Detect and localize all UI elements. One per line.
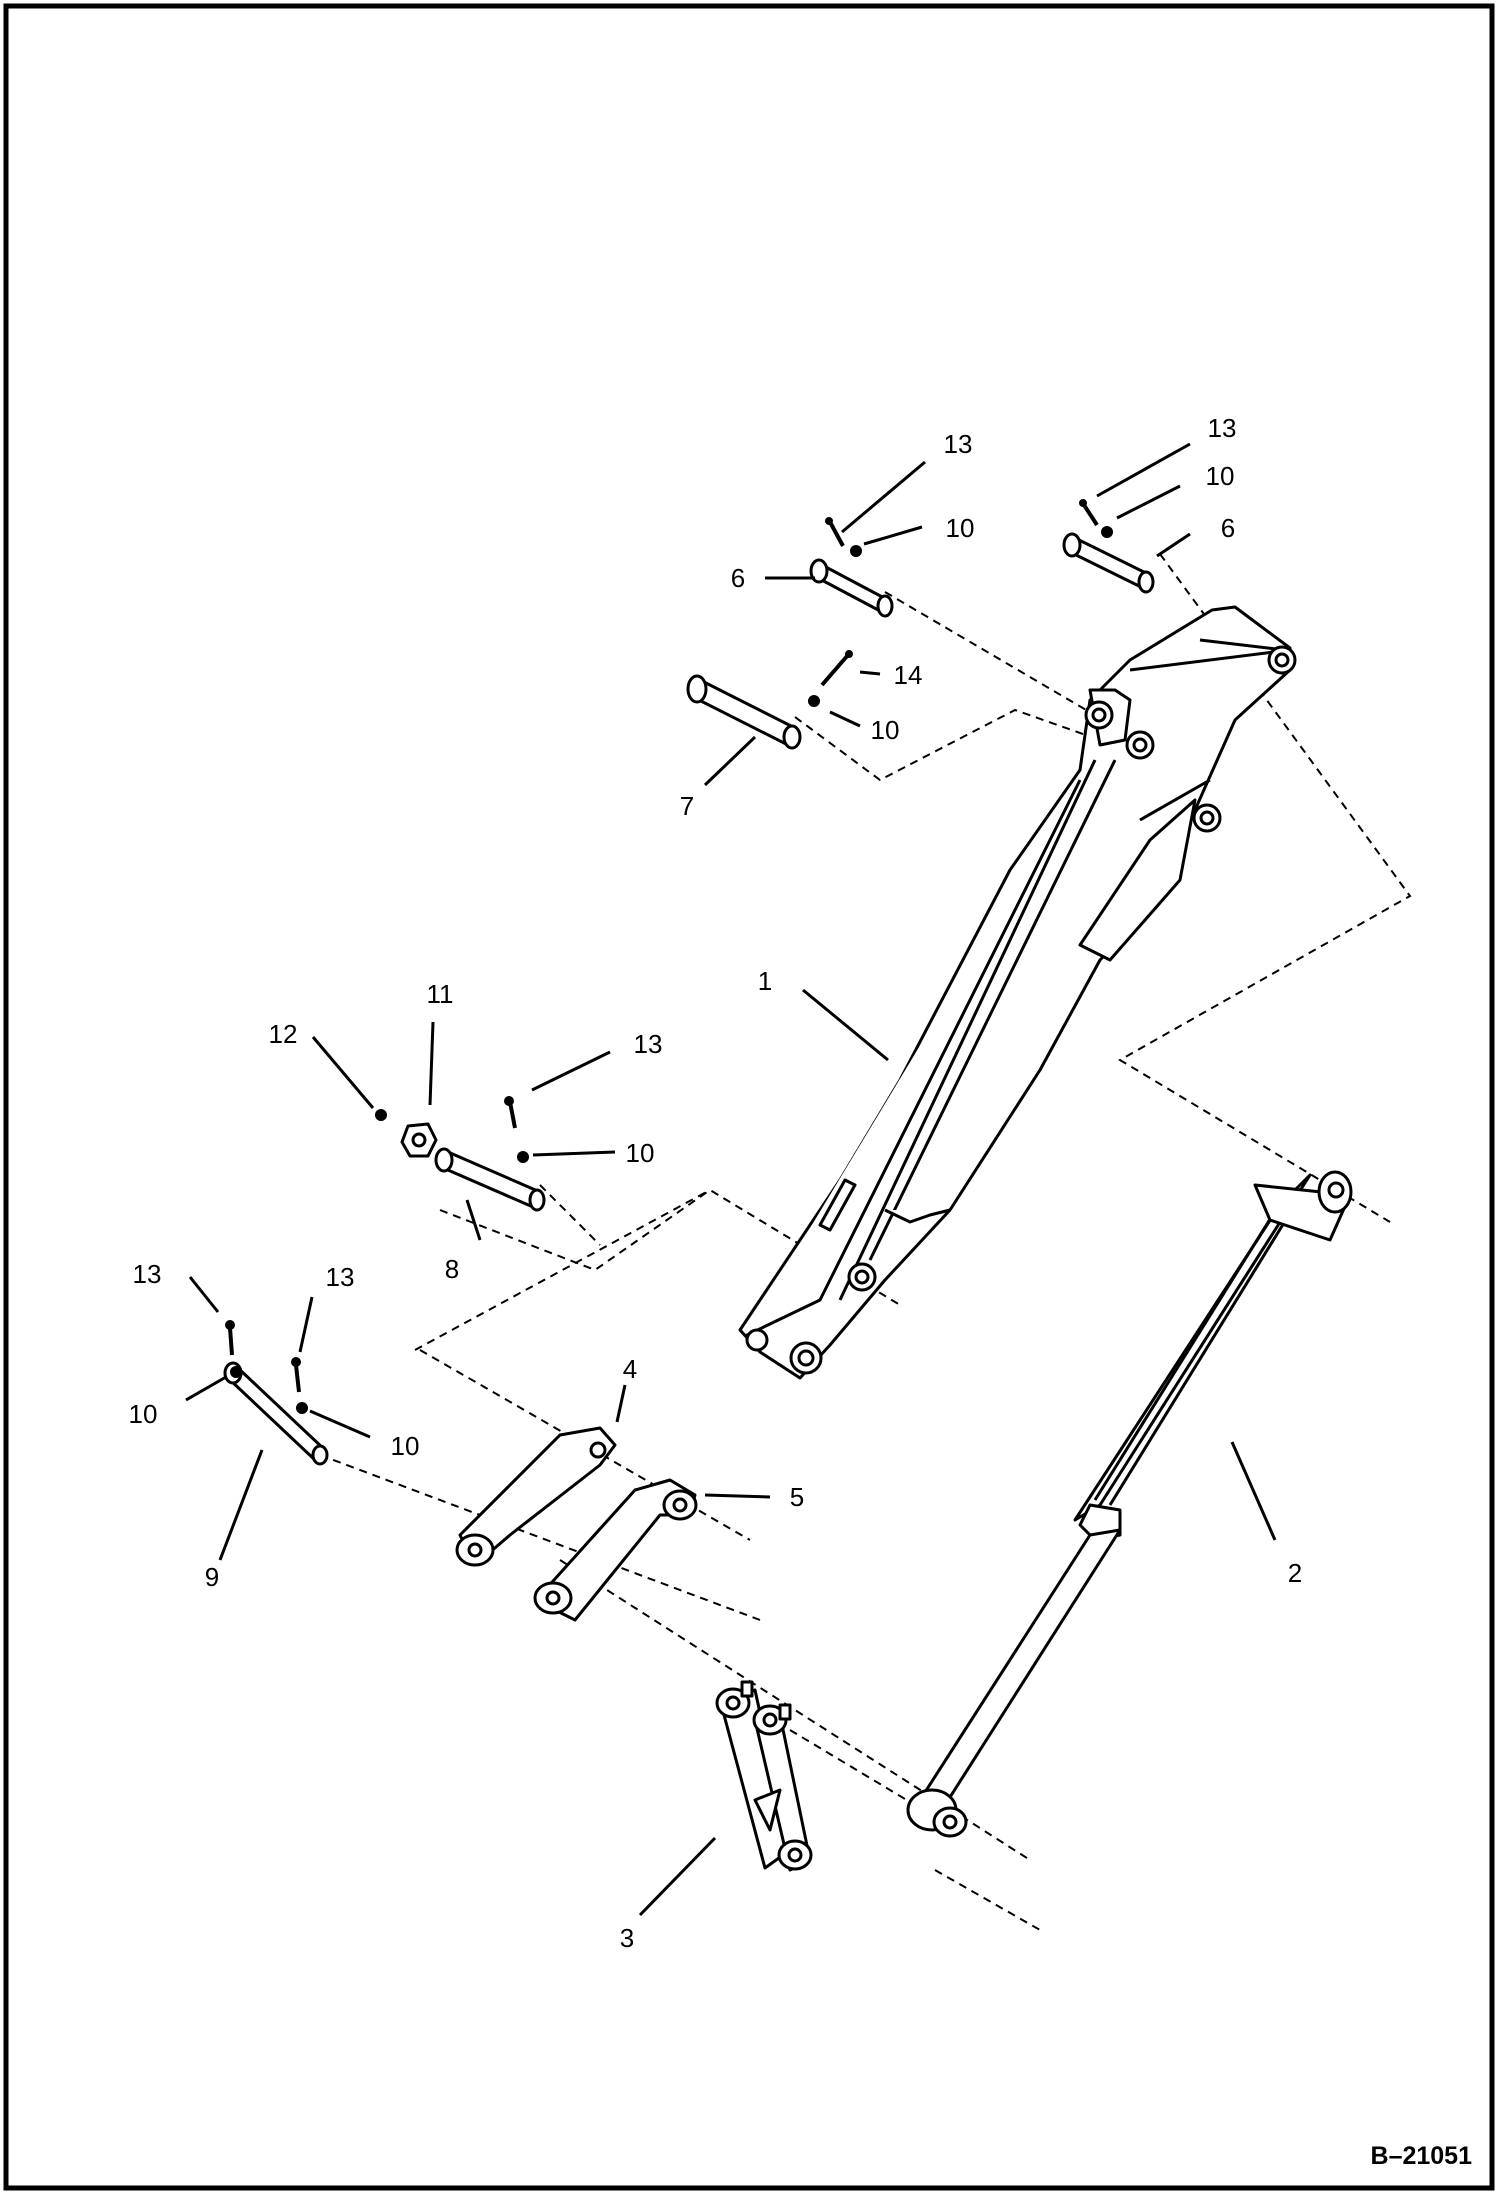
callout-14: 14	[894, 660, 923, 690]
fasteners	[225, 499, 1113, 1414]
callout-10f: 10	[129, 1399, 158, 1429]
leader-lines	[185, 442, 1277, 1917]
link-bracket	[715, 1680, 813, 1872]
callout-10b: 10	[1206, 461, 1235, 491]
drawing-code: B–21051	[1371, 2142, 1473, 2170]
callout-10a: 10	[946, 513, 975, 543]
diagram-border	[3, 3, 1495, 2191]
callout-4: 4	[623, 1354, 637, 1384]
callout-11: 11	[427, 979, 454, 1009]
callout-10c: 10	[871, 715, 900, 745]
callout-9: 9	[205, 1562, 219, 1592]
callout-13e: 13	[326, 1262, 355, 1292]
callout-10d: 10	[626, 1138, 655, 1168]
callout-5: 5	[790, 1482, 804, 1512]
callout-12: 12	[269, 1019, 298, 1049]
callout-13a: 13	[944, 429, 973, 459]
callout-1: 1	[758, 966, 772, 996]
arm-stick	[738, 605, 1297, 1380]
callout-labels: 1 2 3 4 5 6 6 7 8 9 10 10 10 10 10 10 11…	[129, 413, 1303, 1953]
callout-6b: 6	[1221, 513, 1235, 543]
callout-13b: 13	[1208, 413, 1237, 443]
callout-6a: 6	[731, 563, 745, 593]
side-links	[455, 1426, 698, 1622]
callout-7: 7	[680, 791, 694, 821]
callout-3: 3	[620, 1923, 634, 1953]
callout-8: 8	[445, 1254, 459, 1284]
callout-13c: 13	[634, 1029, 663, 1059]
callout-2: 2	[1288, 1558, 1302, 1588]
callout-13d: 13	[133, 1259, 162, 1289]
callout-10e: 10	[391, 1431, 420, 1461]
hydraulic-cylinder	[906, 1170, 1353, 1838]
